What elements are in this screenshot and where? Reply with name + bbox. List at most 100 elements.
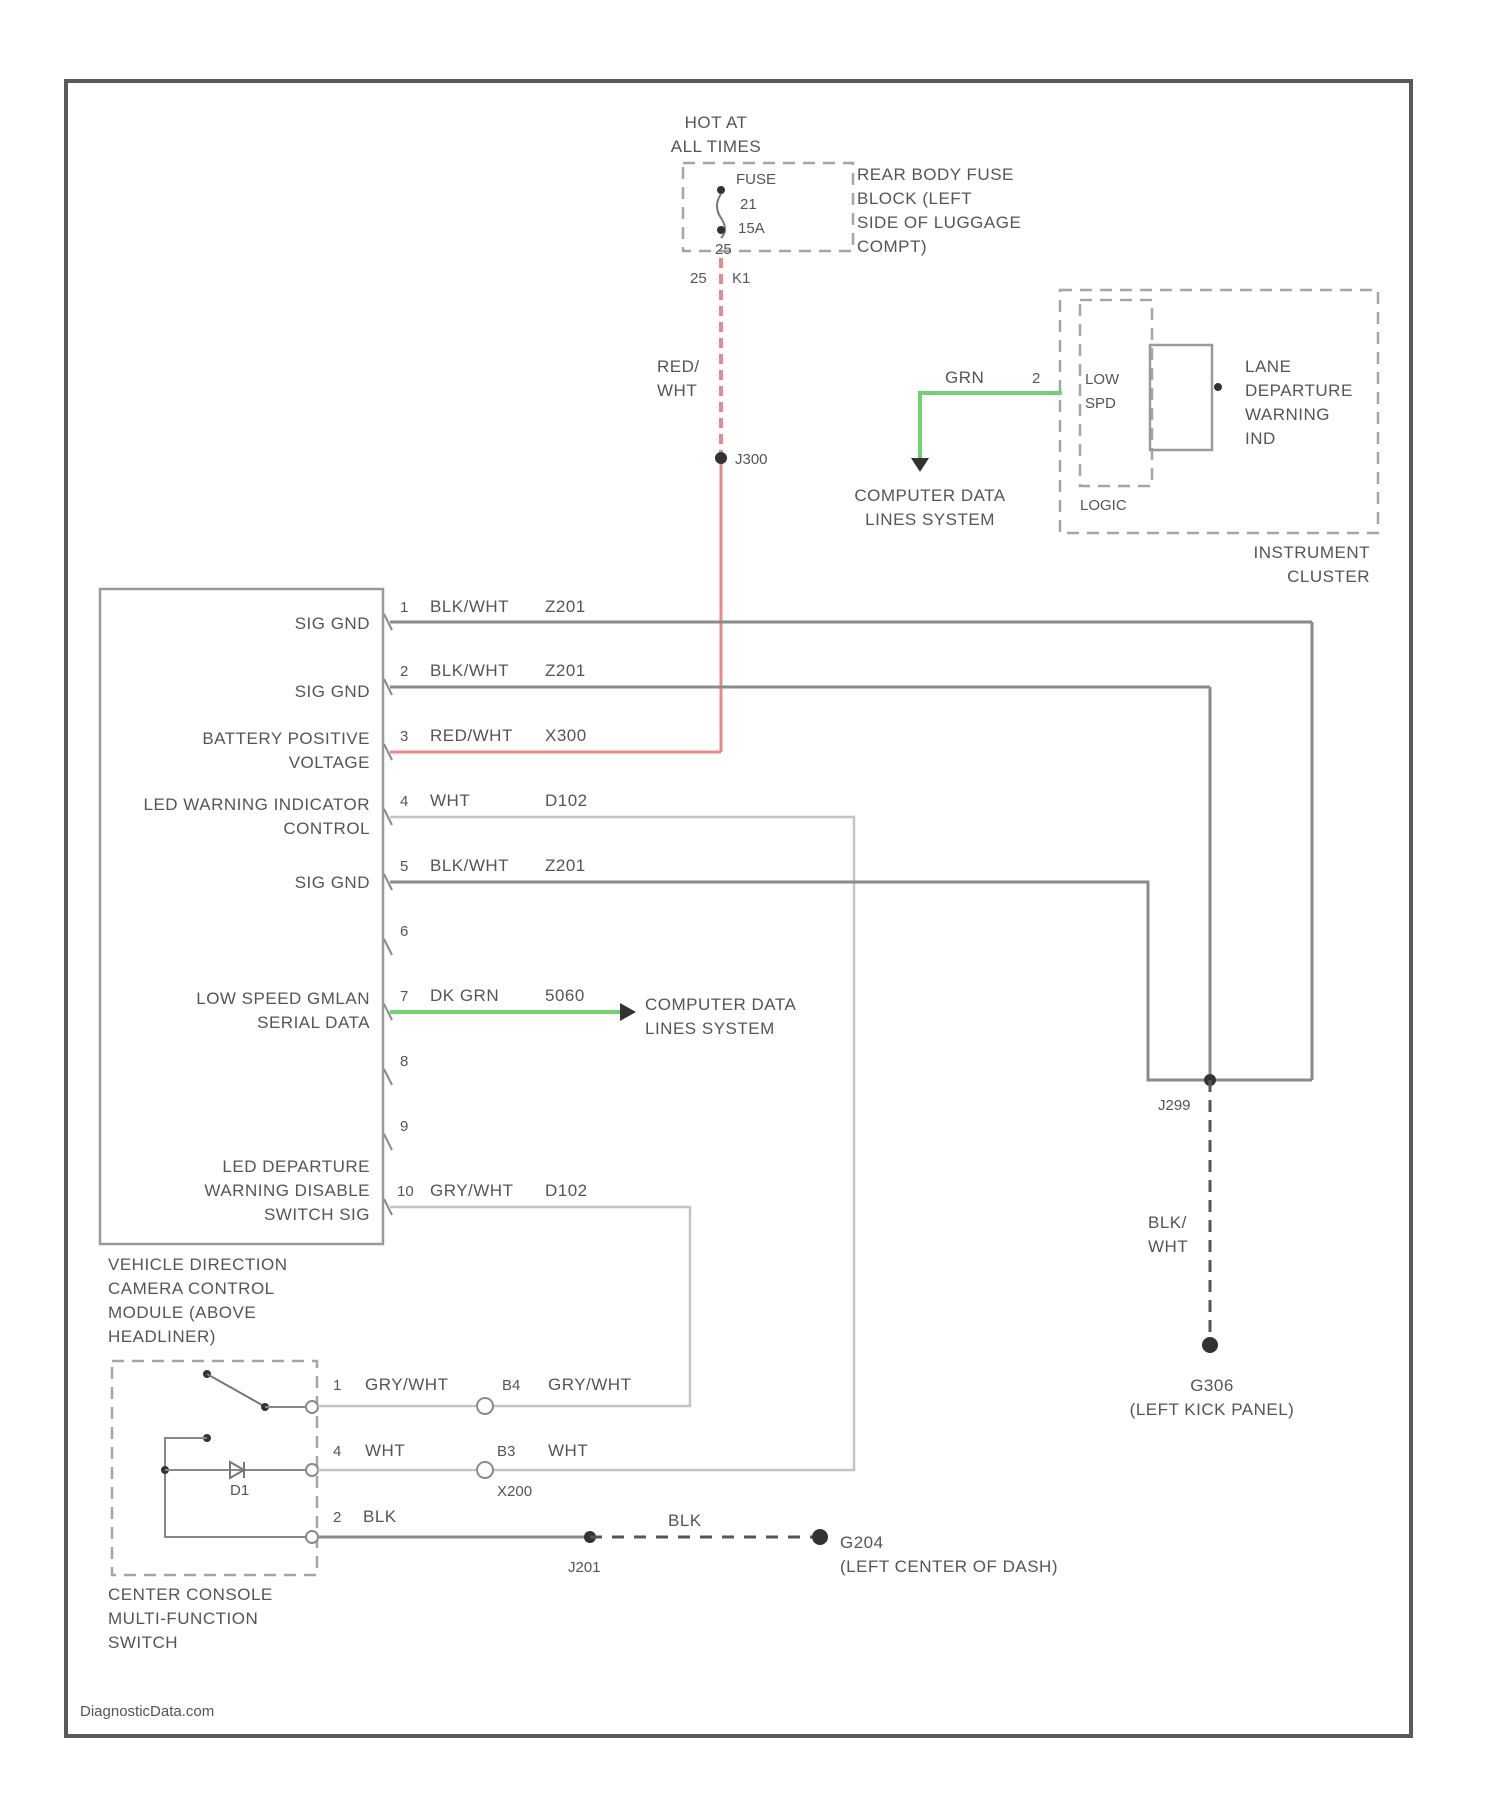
pin2-color: BLK/WHT [430,661,509,680]
switch-row2-num: 4 [333,1443,341,1460]
pin1-name: SIG GND [295,614,370,633]
module-name-3: MODULE (ABOVE [108,1303,256,1322]
switch-name-3: SWITCH [108,1633,178,1652]
pin6-number: 6 [400,923,408,940]
module-pin-terminals [384,614,392,1215]
cdl-mid-1: COMPUTER DATA [645,995,796,1014]
switch-name-1: CENTER CONSOLE [108,1585,273,1604]
fuse-number: 21 [740,196,757,213]
ground-wire-color-2: WHT [1148,1237,1188,1256]
pin3-name-2: VOLTAGE [289,753,370,772]
fuse-terminal-bottom [717,226,725,234]
pin7-data-arrow [620,1003,636,1021]
pin5-color: BLK/WHT [430,856,509,875]
hot-label-1: HOT AT [685,113,748,132]
pin7-color: DK GRN [430,986,499,1005]
pin4-number: 4 [400,793,408,810]
switch-row3-out-color: BLK [668,1511,702,1530]
ground-bottom-1: G204 [840,1533,884,1552]
cluster-indicator-3: WARNING [1245,405,1330,424]
pin10-name-1: LED DEPARTURE [222,1157,370,1176]
pin10-name-2: WARNING DISABLE [204,1181,370,1200]
switch-pin-1 [306,1401,318,1413]
hot-label-2: ALL TIMES [671,137,761,156]
fuse-pin-bottom-right: K1 [732,270,750,287]
x200-pin-b4 [477,1398,493,1414]
pin9-number: 9 [400,1118,408,1135]
cluster-logic-outline [1080,300,1152,486]
ground-bottom-dot [812,1529,828,1545]
cluster-indicator-pin [1214,383,1222,391]
switch-name-2: MULTI-FUNCTION [108,1609,258,1628]
fuse-block-name-1: REAR BODY FUSE [857,165,1014,184]
fuse-block-name-3: SIDE OF LUGGAGE [857,213,1021,232]
cluster-wire-color: GRN [945,368,984,387]
module-name-4: HEADLINER) [108,1327,216,1346]
switch-row2-color: WHT [365,1441,405,1460]
switch-row3-num: 2 [333,1509,341,1526]
watermark: DiagnosticData.com [80,1703,214,1720]
switch-outline [112,1361,317,1575]
splice-top-dot [715,452,727,464]
x200-pin-b3-label: B3 [497,1443,515,1460]
module-name-2: CAMERA CONTROL [108,1279,275,1298]
pin7-name-1: LOW SPEED GMLAN [196,989,370,1008]
cluster-comp-1: LOW [1085,371,1120,388]
pin10-color: GRY/WHT [430,1181,513,1200]
pin1-circuit: Z201 [545,597,586,616]
cluster-indicator-4: IND [1245,429,1276,448]
ground-wire-color-1: BLK/ [1148,1213,1187,1232]
pin2-name: SIG GND [295,682,370,701]
switch-row1-out-color: GRY/WHT [548,1375,631,1394]
pin5-name: SIG GND [295,873,370,892]
switch-pin-2 [306,1531,318,1543]
pin10-number: 10 [397,1183,414,1200]
cluster-name-1: INSTRUMENT [1254,543,1370,562]
pin7-number: 7 [400,988,408,1005]
pin7-name-2: SERIAL DATA [257,1013,370,1032]
pin4-circuit: D102 [545,791,588,810]
fuse-block-name-4: COMPT) [857,237,927,256]
pin1-number: 1 [400,599,408,616]
pin2-number: 2 [400,663,408,680]
cluster-name-2: CLUSTER [1287,567,1370,586]
pin4-color: WHT [430,791,470,810]
ground-bottom-2: (LEFT CENTER OF DASH) [840,1557,1058,1576]
splice-top-label: J300 [735,451,768,468]
fuse-label: FUSE [736,171,776,188]
pin3-color: RED/WHT [430,726,513,745]
cluster-comp-2: SPD [1085,395,1116,412]
pin4-name-1: LED WARNING INDICATOR [144,795,370,814]
pin10-circuit: D102 [545,1181,588,1200]
pin3-number: 3 [400,728,408,745]
cluster-indicator-box [1150,345,1212,450]
cluster-logic-label: LOGIC [1080,497,1127,514]
cdl-top-1: COMPUTER DATA [854,486,1005,505]
switch-row1-color: GRY/WHT [365,1375,448,1394]
switch-row3-color: BLK [363,1507,397,1526]
pin4-wire [390,817,854,1470]
fuse-pin-top: 25 [715,241,732,258]
module-name-1: VEHICLE DIRECTION [108,1255,287,1274]
pin8-number: 8 [400,1053,408,1070]
pin3-circuit: X300 [545,726,587,745]
pin5-wire [390,882,1210,1080]
x200-pin-b3 [477,1462,493,1478]
splice-bottom-label: J201 [568,1559,601,1576]
ground-right-2: (LEFT KICK PANEL) [1130,1400,1295,1419]
cluster-pin-number: 2 [1032,370,1040,387]
fuse-pin-bottom-left: 25 [690,270,707,287]
ground-right-1: G306 [1190,1376,1234,1395]
switch-lever [207,1374,262,1405]
cluster-data-wire [920,393,1062,462]
switch-row1-num: 1 [333,1377,341,1394]
switch-diode-label: D1 [230,1482,249,1499]
switch-pin-4 [306,1464,318,1476]
cdl-mid-2: LINES SYSTEM [645,1019,775,1038]
fuse-block-name-2: BLOCK (LEFT [857,189,972,208]
fuse-terminal-top [717,186,725,194]
pin1-color: BLK/WHT [430,597,509,616]
pin5-number: 5 [400,858,408,875]
